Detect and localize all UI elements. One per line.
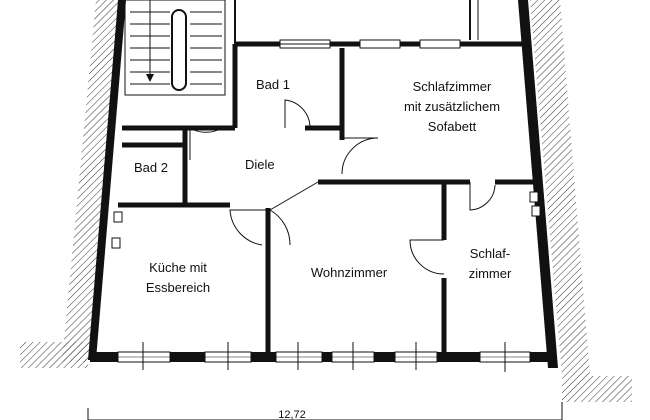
interior-walls (118, 41, 535, 352)
dimension-line (87, 402, 563, 420)
staircase (124, 0, 226, 96)
room-label-kueche-line2: Essbereich (146, 280, 210, 295)
left-exterior-hatch (62, 0, 125, 362)
room-label-schlafzimmer-line2: mit zusätzlichem (404, 99, 500, 114)
upper-partitions (234, 0, 479, 44)
bottom-right-ground-hatch (562, 376, 632, 402)
bottom-windows (117, 342, 531, 372)
top-windows (279, 39, 461, 49)
room-label-wohnzimmer: Wohnzimmer (311, 265, 388, 280)
room-label-schlafzimmer2-line1: Schlaf- (470, 246, 510, 261)
room-label-schlafzimmer2-line2: zimmer (469, 266, 512, 281)
room-label-bad2: Bad 2 (134, 160, 168, 175)
room-label-bad1: Bad 1 (256, 77, 290, 92)
room-label-schlafzimmer-line3: Sofabett (428, 119, 477, 134)
door-swings (189, 99, 496, 275)
dimension-label: 12,72 (278, 409, 306, 420)
room-label-schlafzimmer-line1: Schlafzimmer (413, 79, 492, 94)
right-exterior-hatch (530, 0, 590, 376)
wall-details (111, 191, 541, 249)
room-label-diele: Diele (245, 157, 275, 172)
room-label-kueche-line1: Küche mit (149, 260, 207, 275)
bottom-left-ground-hatch (20, 342, 90, 368)
